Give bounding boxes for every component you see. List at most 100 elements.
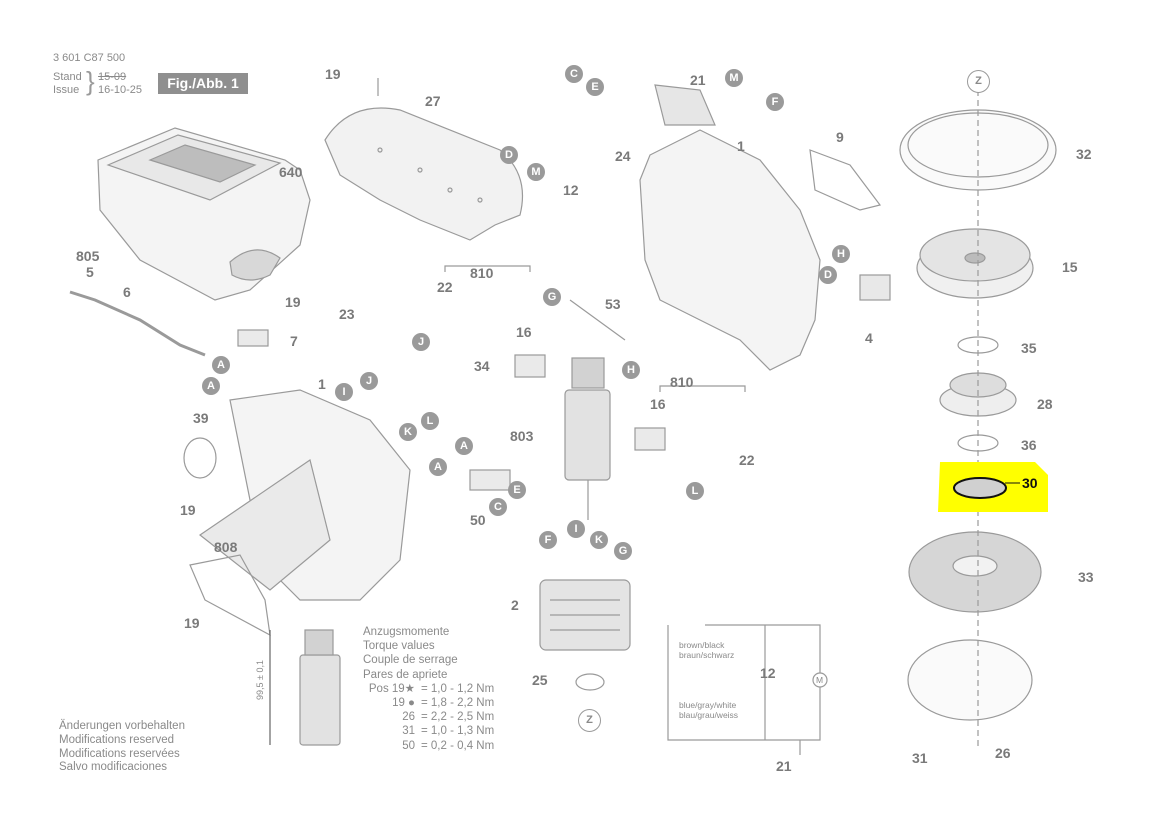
marker-a-cable-2: A: [202, 377, 220, 395]
torque-value: = 1,0 - 1,2 Nm: [421, 682, 495, 695]
marker-l-22: L: [686, 482, 704, 500]
motor-housing-part: [639, 84, 821, 371]
callout-50: 50: [470, 512, 486, 528]
callout-808: 808: [214, 539, 238, 555]
figure-label: Fig./Abb. 1: [158, 73, 248, 94]
torque-row: 50 = 0,2 - 0,4 Nm: [363, 739, 494, 753]
callout-6: 6: [123, 284, 131, 300]
marker-d-switch: D: [819, 266, 837, 284]
marker-a-terminal-2: A: [429, 458, 447, 476]
housing-cover-part: [324, 107, 524, 241]
armature-detail: [269, 629, 341, 746]
callout-22-a: 22: [437, 279, 453, 295]
callout-9: 9: [836, 129, 844, 145]
torque-pos: 19 ●: [392, 697, 415, 710]
note-es: Salvo modificaciones: [59, 761, 168, 774]
torque-title-de: Anzugsmomente: [363, 626, 450, 638]
torque-pos: 26: [402, 711, 415, 724]
callout-4: 4: [865, 330, 873, 346]
callout-16-a: 16: [516, 324, 532, 340]
marker-i-23: I: [335, 383, 353, 401]
callout-26: 26: [995, 745, 1011, 761]
wiring-label-bottom-1: blue/gray/white: [679, 700, 737, 710]
wire-53: [569, 299, 626, 341]
callout-35: 35: [1021, 340, 1037, 356]
sheet-part: [809, 149, 882, 211]
callout-12-schematic: 12: [760, 665, 776, 681]
callout-19-top: 19: [325, 66, 341, 82]
marker-f-top: F: [766, 93, 784, 111]
callout-2: 2: [511, 597, 519, 613]
marker-k-stator: K: [590, 531, 608, 549]
callout-810-b: 810: [670, 374, 694, 390]
callout-805: 805: [76, 248, 100, 264]
lower-housing-part: [198, 389, 411, 601]
torque-pos: 50: [402, 739, 415, 752]
stand-value: 15-09: [98, 71, 127, 83]
marker-f-stator: F: [539, 531, 557, 549]
callout-24: 24: [615, 148, 631, 164]
marker-j-23: J: [360, 372, 378, 390]
marker-g-stator: G: [614, 542, 632, 560]
brace-icon: }: [86, 66, 95, 96]
torque-value: = 1,0 - 1,3 Nm: [421, 725, 495, 738]
motor-symbol: M: [816, 675, 824, 685]
callout-12-top: 12: [563, 182, 579, 198]
marker-g-wire: G: [543, 288, 561, 306]
stator-part: [539, 579, 631, 651]
oring-part: [183, 437, 217, 479]
callout-15: 15: [1062, 259, 1078, 275]
marker-c-top: C: [565, 65, 583, 83]
hook-plate-part: [907, 639, 1033, 721]
note-fr: Modifications reservées: [59, 747, 180, 760]
seal-30: [953, 477, 1007, 499]
torque-row: 19 ● = 1,8 - 2,2 Nm: [363, 696, 494, 710]
marker-h-wire: H: [622, 361, 640, 379]
torque-title-fr: Couple de serrage: [363, 654, 458, 667]
bracket-810a: [444, 265, 531, 272]
marker-l-34: L: [421, 412, 439, 430]
torque-value: = 0,2 - 0,4 Nm: [421, 739, 495, 752]
callout-640: 640: [279, 164, 303, 180]
dimension-label: 99,5 ± 0,1: [255, 660, 265, 700]
fan-part: [916, 228, 1034, 299]
marker-c-terminal: C: [489, 498, 507, 516]
callout-33: 33: [1078, 569, 1094, 585]
callout-39: 39: [193, 410, 209, 426]
callout-30-highlighted: 30: [1022, 475, 1038, 491]
torque-table: Anzugsmomente Torque values Couple de se…: [363, 625, 494, 753]
torque-row: 26 = 2,2 - 2,5 Nm: [363, 710, 494, 724]
modification-notes: Änderungen vorbehalten Modifications res…: [59, 720, 185, 775]
marker-e-terminal: E: [508, 481, 526, 499]
callout-25: 25: [532, 672, 548, 688]
callout-28: 28: [1037, 396, 1053, 412]
callout-32: 32: [1076, 146, 1092, 162]
callout-19-mid: 19: [285, 294, 301, 310]
callout-21-schematic: 21: [776, 758, 792, 774]
torque-value: = 2,2 - 2,5 Nm: [421, 711, 495, 724]
torque-value: = 1,8 - 2,2 Nm: [421, 697, 495, 710]
sanding-pad-part: [908, 531, 1042, 613]
stand-label: Stand: [53, 71, 82, 83]
callout-34: 34: [474, 358, 490, 374]
clamp-part: [237, 329, 269, 347]
marker-h-switch: H: [832, 245, 850, 263]
wiring-label-bottom-2: blau/grau/weiss: [679, 710, 739, 720]
torque-pos: Pos 19★: [368, 682, 415, 695]
callout-16-b: 16: [650, 396, 666, 412]
issue-label: Issue: [53, 84, 80, 96]
callout-22-b: 22: [739, 452, 755, 468]
marker-a-cable-1: A: [212, 356, 230, 374]
note-en: Modifications reserved: [59, 733, 175, 746]
callout-1-top: 1: [737, 138, 745, 154]
callout-27: 27: [425, 93, 441, 109]
connector-16b: [634, 427, 666, 451]
torque-pos: 31: [402, 725, 415, 738]
wiring-schematic: [667, 624, 828, 755]
marker-e-top: E: [586, 78, 604, 96]
note-de: Änderungen vorbehalten: [59, 720, 185, 732]
terminal-part: [469, 469, 511, 491]
callout-803: 803: [510, 428, 534, 444]
marker-m-wire: M: [527, 163, 545, 181]
